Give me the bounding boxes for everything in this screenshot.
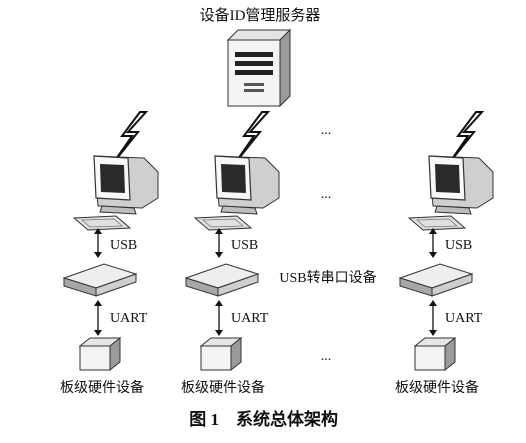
double-arrow-icon — [214, 299, 224, 337]
uart-label: UART — [231, 311, 269, 326]
double-arrow-icon — [93, 227, 103, 259]
computer-icon — [408, 155, 494, 231]
hardware-label: 板级硬件设备 — [395, 379, 479, 396]
computer-icon — [73, 155, 159, 231]
computer-icon — [194, 155, 280, 231]
hardware-label: 板级硬件设备 — [181, 379, 265, 396]
wireless-icon — [113, 111, 147, 163]
ellipsis-top: ... — [321, 123, 332, 138]
converter-icon — [185, 263, 259, 297]
converter-icon — [399, 263, 473, 297]
uart-label: UART — [445, 311, 483, 326]
wireless-icon — [449, 111, 483, 163]
uart-label: UART — [110, 311, 148, 326]
converter-icon — [63, 263, 137, 297]
converter-label: USB转串口设备 — [279, 269, 376, 286]
double-arrow-icon — [214, 227, 224, 259]
wireless-icon — [235, 111, 269, 163]
server-icon — [227, 29, 291, 107]
server-label: 设备ID管理服务器 — [200, 7, 321, 24]
hardware-icon — [414, 337, 456, 371]
usb-label: USB — [110, 238, 137, 253]
caption-title: 系统总体架构 — [236, 409, 338, 429]
client-column-1: USB UART 板级硬件设备 — [60, 111, 159, 396]
double-arrow-icon — [428, 299, 438, 337]
usb-label: USB — [445, 238, 472, 253]
hardware-icon — [200, 337, 242, 371]
ellipsis-middle: ... — [321, 187, 332, 202]
hardware-label: 板级硬件设备 — [60, 379, 144, 396]
ellipsis-bottom: ... — [321, 349, 332, 364]
caption-number: 图 1 — [189, 410, 219, 429]
hardware-icon — [79, 337, 121, 371]
usb-label: USB — [231, 238, 258, 253]
double-arrow-icon — [428, 227, 438, 259]
client-column-3: USB UART 板级硬件设备 — [395, 111, 494, 396]
double-arrow-icon — [93, 299, 103, 337]
client-column-2: USB UART 板级硬件设备 — [181, 111, 280, 396]
